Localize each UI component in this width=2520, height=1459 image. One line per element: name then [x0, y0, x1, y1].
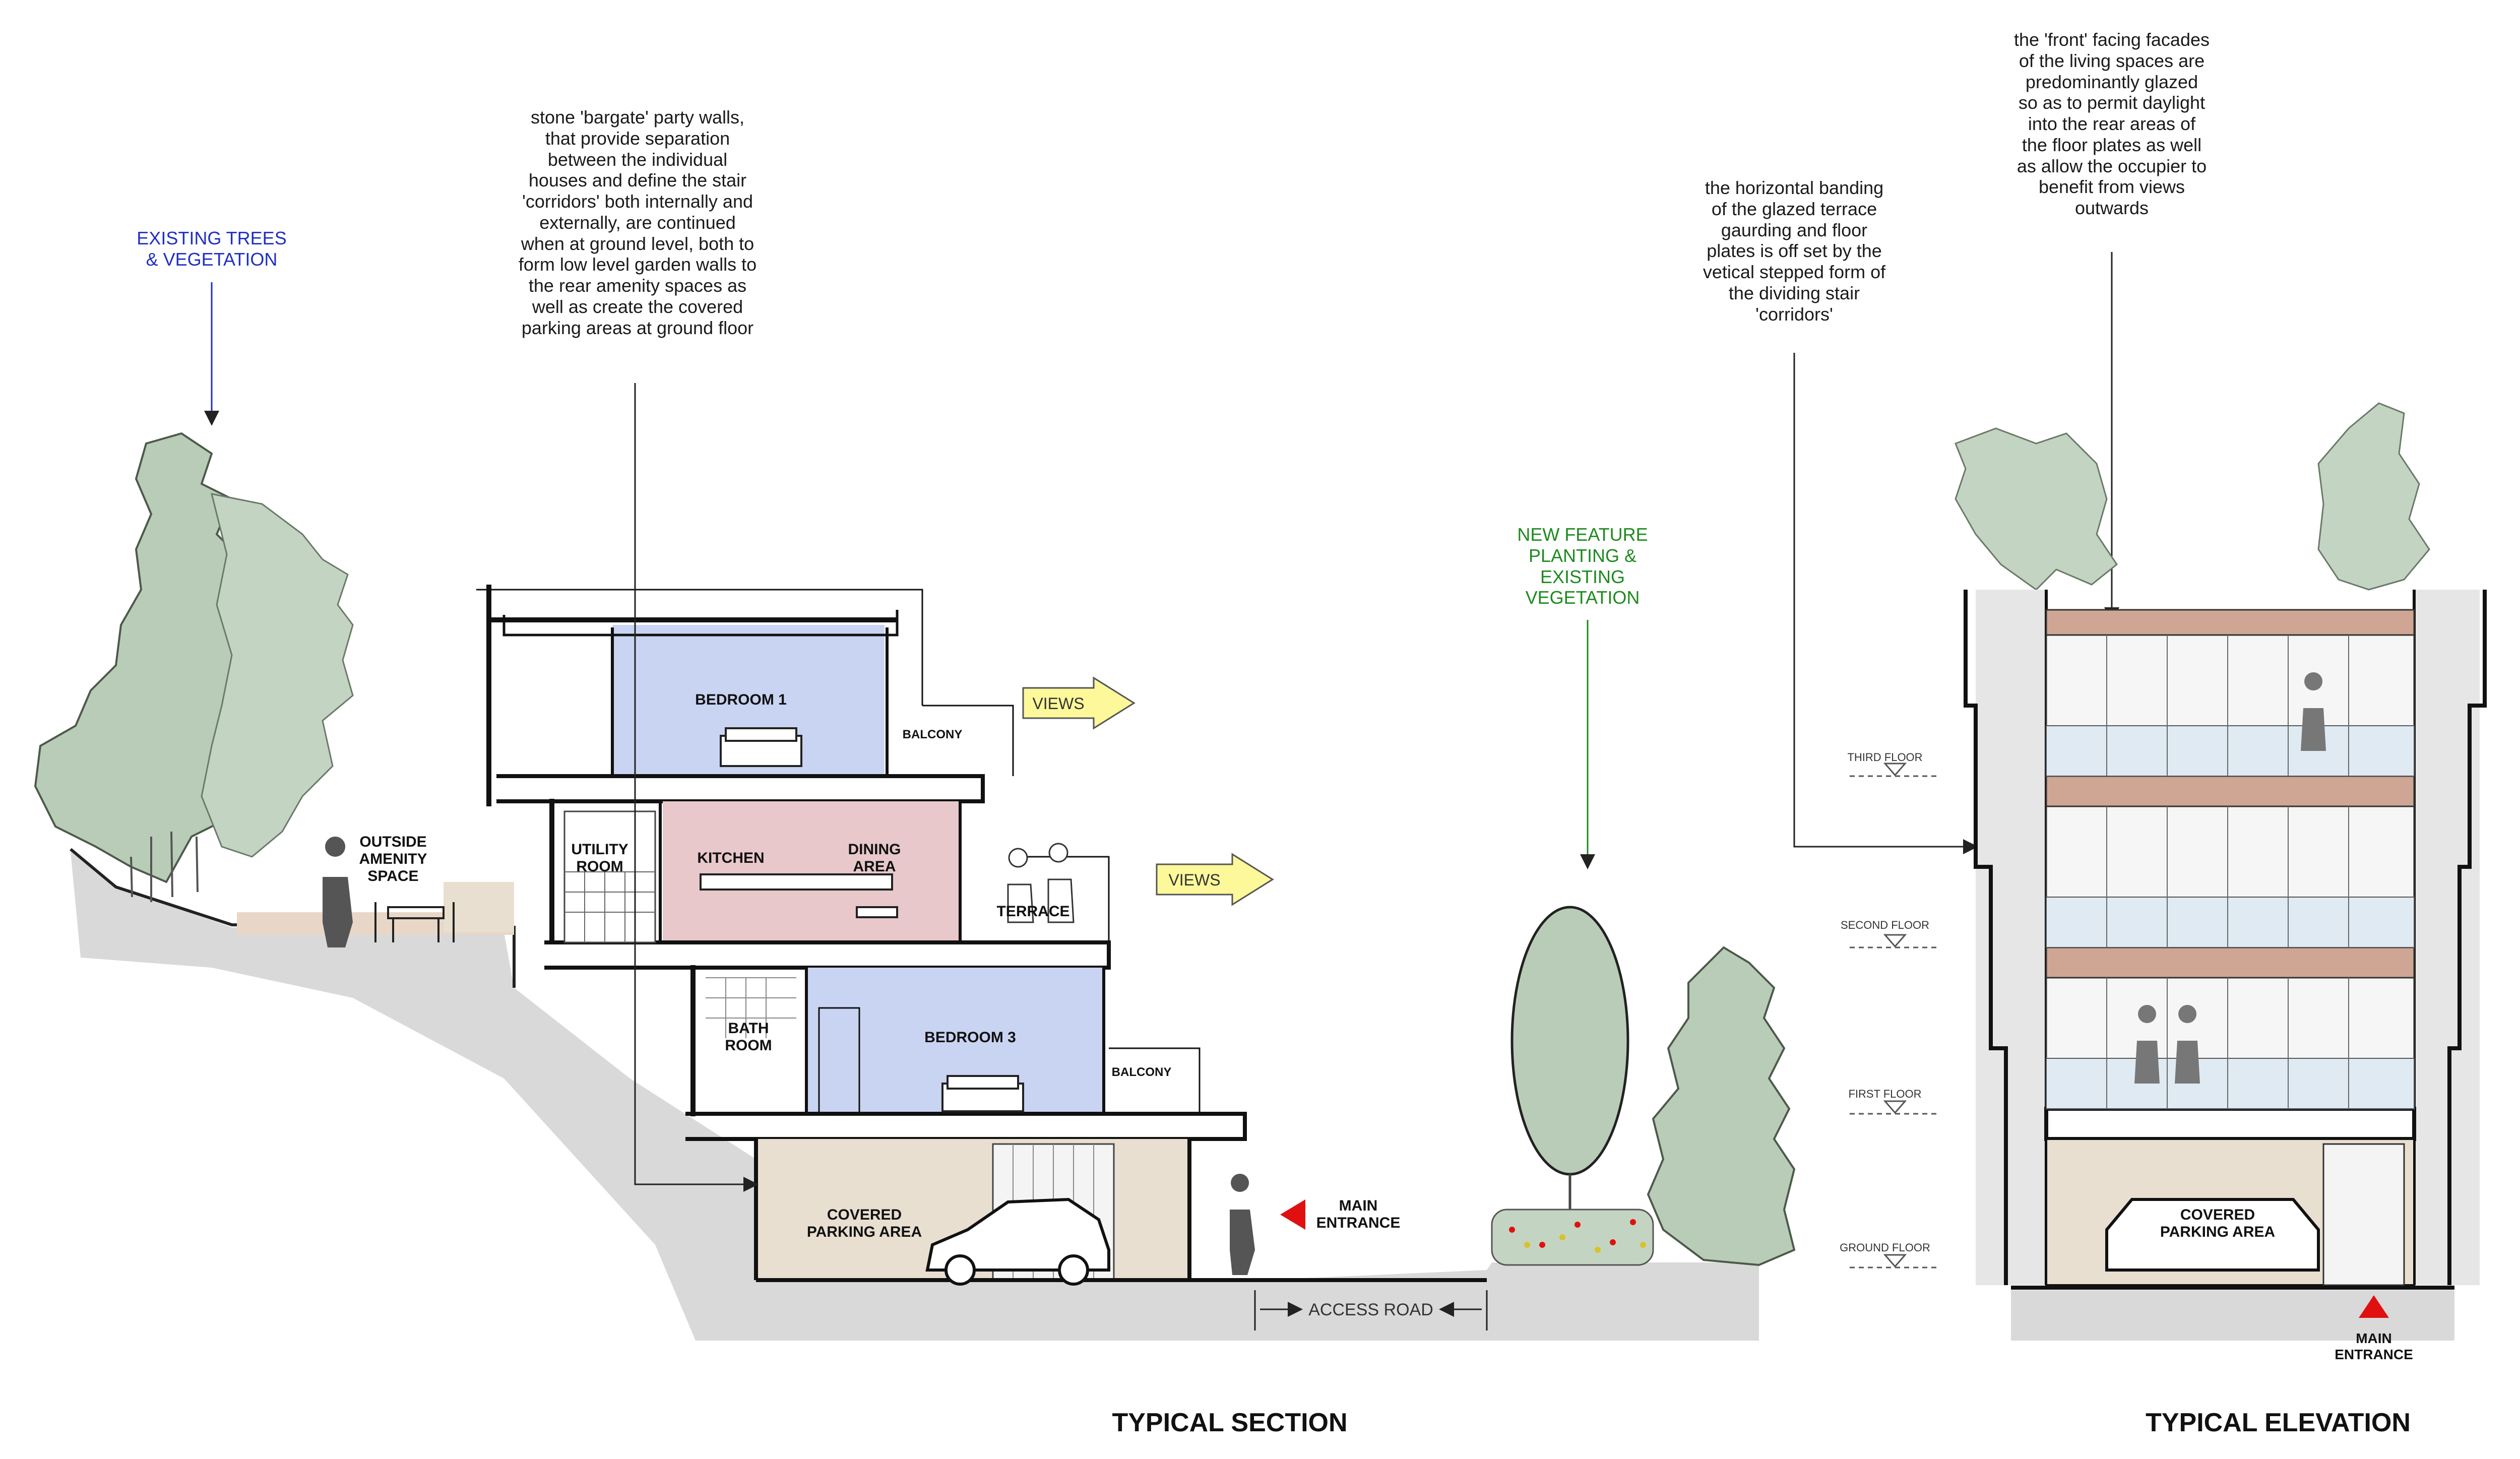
- label-third-floor: THIRD FLOOR: [1847, 751, 1922, 764]
- title-typical-elevation: TYPICAL ELEVATION: [2146, 1408, 2411, 1437]
- label-bedroom-3: BEDROOM 3: [924, 1029, 1016, 1046]
- leader-party-walls: [634, 383, 759, 1192]
- label-first-floor: FIRST FLOOR: [1848, 1088, 1921, 1100]
- timber-band-roof: [2045, 609, 2415, 636]
- section-building: [476, 585, 1487, 1282]
- label-views-1: VIEWS: [1032, 694, 1084, 713]
- terrace-people: [1007, 843, 1075, 923]
- existing-trees-left: [34, 432, 354, 902]
- level-markers: [1850, 763, 1940, 1268]
- person-figure: [323, 836, 353, 947]
- car-wheel: [944, 1254, 976, 1286]
- note-existing-trees: EXISTING TREES & VEGETATION: [137, 228, 287, 270]
- title-typical-section: TYPICAL SECTION: [1112, 1408, 1347, 1437]
- label-second-floor: SECOND FLOOR: [1841, 919, 1929, 931]
- label-views-2: VIEWS: [1168, 871, 1220, 889]
- label-kitchen: KITCHEN: [697, 850, 764, 866]
- timber-band-second: [2045, 946, 2415, 979]
- hedge-flowers: [1509, 1219, 1636, 1248]
- note-party-walls: stone 'bargate' party walls, that provid…: [518, 107, 757, 338]
- leader-banding: [1793, 353, 1978, 854]
- hedge-planting: [1491, 1209, 1654, 1266]
- stair-step-line-right: [2447, 590, 2487, 1285]
- stair-corridor-right: [2414, 590, 2480, 1285]
- elevation-car: [2105, 1198, 2320, 1272]
- note-front-facades: the 'front' facing facades of the living…: [2014, 29, 2210, 218]
- label-ground-floor: GROUND FLOOR: [1840, 1241, 1930, 1254]
- label-access-road: ACCESS ROAD: [1308, 1300, 1433, 1319]
- drawing-titles: TYPICAL SECTION TYPICAL ELEVATION: [1112, 1408, 2410, 1437]
- note-horizontal-banding: the horizontal banding of the glazed ter…: [1703, 177, 1886, 325]
- label-bedroom-1: BEDROOM 1: [695, 691, 787, 708]
- car-sketch: [925, 1197, 1110, 1272]
- typical-elevation: [1850, 402, 2487, 1341]
- main-entrance-marker: [1280, 1199, 1305, 1230]
- elevation-tree-left: [1955, 427, 2118, 591]
- amenity-furniture: [374, 902, 455, 942]
- typical-section: [34, 252, 2119, 1341]
- stair-step-line-left: [1964, 590, 2008, 1285]
- label-balcony-lower: BALCONY: [1112, 1065, 1172, 1079]
- stair-corridor-left: [1976, 590, 2046, 1285]
- label-terrace: TERRACE: [996, 903, 1069, 920]
- views-arrow-1: [1022, 676, 1136, 730]
- timber-band-third: [2045, 775, 2415, 807]
- views-arrow-2: [1156, 853, 1274, 906]
- hedge-yellow: [1524, 1234, 1646, 1253]
- elevation-text-labels: THIRD FLOOR SECOND FLOOR FIRST FLOOR GRO…: [1840, 751, 2413, 1362]
- car-wheel: [1058, 1254, 1089, 1286]
- terrain-line: [70, 848, 516, 988]
- elevation-entrance-marker: [2359, 1295, 2389, 1318]
- amenity-hatch: [444, 882, 514, 932]
- note-new-planting: NEW FEATURE PLANTING & EXISTING VEGETATI…: [1517, 524, 1648, 608]
- entrance-person: [1230, 1174, 1255, 1275]
- elevation-entrance-door: [2322, 1143, 2405, 1286]
- feature-tree: [1510, 906, 1629, 1176]
- kitchen-fill: [663, 801, 960, 942]
- existing-tree-right: [1647, 946, 1796, 1266]
- label-balcony-upper: BALCONY: [903, 728, 963, 741]
- floor-band-first: [2044, 1107, 2416, 1141]
- access-road-dimension: [1254, 1290, 1488, 1330]
- glazing: [2045, 634, 2415, 1110]
- furniture-sketches: [700, 727, 1024, 1112]
- elevation-people: [2134, 672, 2326, 1084]
- elevation-tree-right: [2317, 402, 2430, 591]
- ground-mass: [71, 852, 1759, 1341]
